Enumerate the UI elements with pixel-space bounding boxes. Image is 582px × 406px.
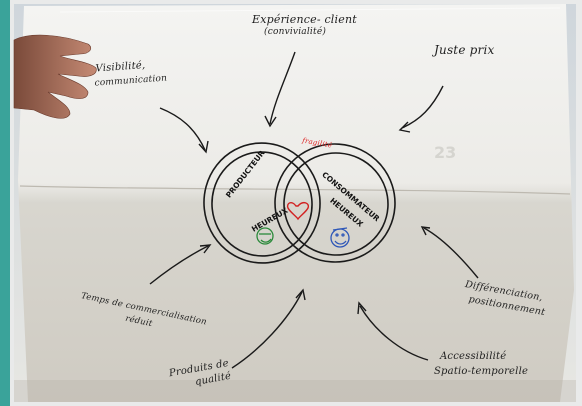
paper-sheet — [18, 4, 574, 402]
hand — [13, 34, 97, 119]
smiley-producer-icon — [256, 227, 274, 245]
label-experience-line2: (convivialité) — [264, 26, 327, 37]
paper-fold — [19, 185, 571, 195]
label-experience-client: Expérience- client (convivialité) — [252, 14, 357, 37]
smiley-consumer-icon — [330, 227, 350, 248]
label-juste-prix: Juste prix — [434, 43, 495, 57]
floor-shadow — [14, 380, 576, 402]
heart-icon — [286, 201, 310, 221]
label-experience-line1: Expérience- client — [252, 13, 357, 26]
label-visibility-line1: Visibilité, — [95, 60, 146, 75]
label-accessibilite-line1: Accessibilité — [440, 351, 507, 362]
arrows — [149, 51, 479, 369]
paper-edge — [59, 7, 561, 13]
label-visibility: Visibilité, communication — [94, 60, 167, 89]
page-number-mark: 23 — [434, 143, 456, 162]
label-accessibilite-line2: Spatio-temporelle — [434, 365, 529, 377]
venn-diagram — [203, 142, 396, 264]
label-accessibilite: Accessibilité Spatio-temporelle — [434, 351, 529, 377]
